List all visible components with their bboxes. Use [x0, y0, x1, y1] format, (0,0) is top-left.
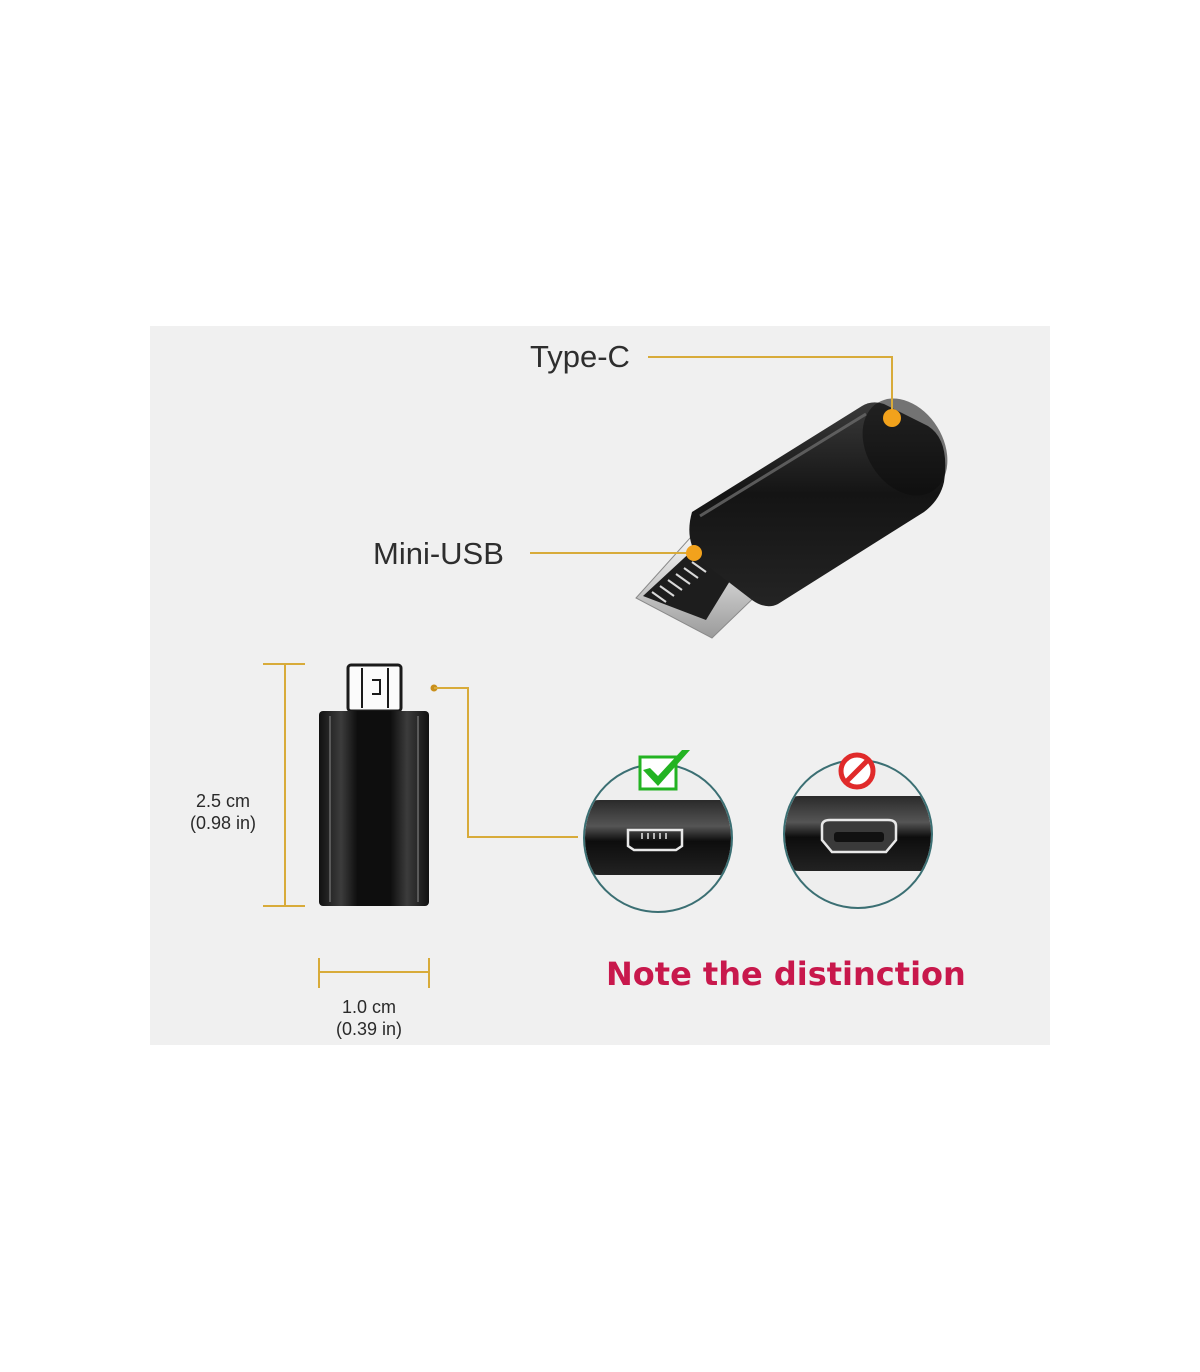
check-mark-icon [638, 750, 690, 791]
adapter-angled [635, 398, 948, 639]
note-text: Note the distinction [606, 955, 966, 993]
height-label: 2.5 cm (0.98 in) [168, 790, 278, 834]
height-in: (0.98 in) [189, 813, 257, 833]
mini-usb-detail [583, 763, 733, 913]
adapter-front-view [319, 663, 429, 906]
micro-usb-detail [783, 759, 933, 909]
height-dimension [263, 663, 305, 907]
width-label: 1.0 cm (0.39 in) [314, 996, 424, 1040]
detail-callout [430, 684, 578, 838]
width-cm: 1.0 cm [341, 997, 397, 1017]
mini-usb-callout [530, 545, 702, 561]
width-in: (0.39 in) [335, 1019, 403, 1039]
type-c-label: Type-C [530, 339, 630, 374]
type-c-callout [648, 356, 901, 427]
width-dimension [318, 958, 430, 988]
mini-usb-dot [686, 545, 702, 561]
type-c-dot [883, 409, 901, 427]
prohibit-icon [838, 752, 876, 790]
mini-usb-label: Mini-USB [373, 536, 504, 571]
height-cm: 2.5 cm [195, 791, 251, 811]
